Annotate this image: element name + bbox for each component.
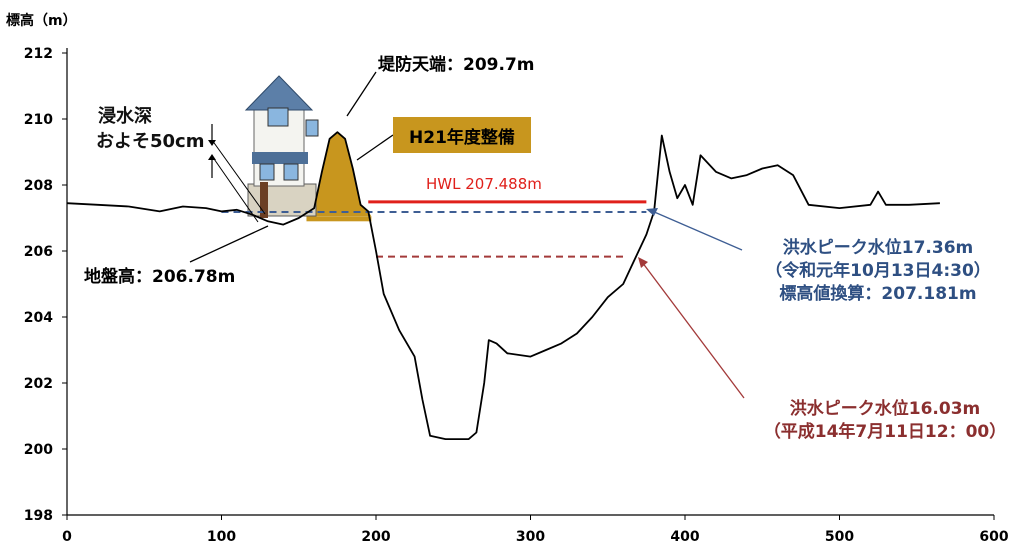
ground-height-pointer [189, 225, 269, 263]
x-tick-label: 200 [361, 529, 390, 545]
y-tick-label: 200 [24, 442, 53, 458]
levee-crown-label: 堤防天端：209.7m [378, 55, 535, 75]
flood-2002-arrowhead [638, 257, 648, 268]
water-levels [221, 200, 647, 258]
flood-2019-line3: 標高値換算：207.181m [779, 284, 977, 304]
levee-embankment [306, 132, 372, 217]
flood-2019-pointer [651, 210, 743, 251]
house-roof [244, 75, 314, 111]
levee-fill [306, 132, 372, 222]
y-tick-label: 204 [24, 310, 53, 326]
x-tick-label: 400 [670, 529, 699, 545]
x-tick-label: 600 [979, 529, 1008, 545]
y-tick-label: 212 [24, 46, 53, 62]
y-tick-label: 202 [24, 376, 53, 392]
y-tick-label: 206 [24, 244, 53, 260]
house-window-bottom [259, 163, 275, 181]
house-side-window [305, 119, 319, 137]
inundation-label-line1: 浸水深 [98, 106, 152, 127]
axes: 198 200 202 204 206 208 210 212 0 100 200 300 400 500… [24, 46, 1009, 545]
flood-2002-pointer [641, 261, 745, 399]
annotation-pointers [189, 71, 745, 399]
y-axis-label: 標高（m） [6, 13, 77, 29]
flood-2002-annotation: 洪水ピーク水位16.03m （平成14年7月11日12：00） [735, 398, 1033, 444]
x-tick-label: 300 [516, 529, 545, 545]
ground-profile-line [66, 131, 940, 440]
levee-work-badge: H21年度整備 [393, 117, 531, 153]
house-icon [244, 75, 319, 218]
ground-profile [66, 131, 940, 440]
levee-work-pointer [356, 134, 394, 161]
inundation-pointer [211, 155, 259, 223]
hwl-label: HWL 207.488m [426, 175, 542, 193]
house-door [260, 182, 268, 218]
house-window-top [267, 107, 289, 127]
flood-2019-line2: （令和元年10月13日4:30） [765, 261, 991, 281]
inundation-label-line2: およそ50cm [96, 131, 205, 152]
flood-2019-arrowhead [646, 208, 658, 216]
x-tick-label: 500 [825, 529, 854, 545]
flood-2002-line1: 洪水ピーク水位16.03m [789, 399, 981, 419]
house-balcony-roof [252, 152, 308, 164]
ground-height-label: 地盤高：206.78m [84, 267, 236, 287]
flood-2019-annotation: 洪水ピーク水位17.36m （令和元年10月13日4:30） 標高値換算：207… [728, 237, 1028, 306]
flood-2019-line1: 洪水ピーク水位17.36m [782, 238, 974, 258]
depth-arrowhead-down [208, 140, 216, 146]
inundation-pointer [211, 139, 266, 215]
house-window-bottom [283, 163, 299, 181]
x-tick-label: 100 [207, 529, 236, 545]
levee-crown-pointer [346, 71, 377, 117]
y-tick-label: 198 [24, 508, 53, 524]
y-tick-label: 208 [24, 178, 53, 194]
levee-base [306, 216, 372, 222]
depth-arrowhead-up [208, 154, 216, 160]
x-tick-label: 0 [62, 529, 72, 545]
flood-2002-line2: （平成14年7月11日12：00） [763, 422, 1007, 442]
y-tick-label: 210 [24, 112, 53, 128]
